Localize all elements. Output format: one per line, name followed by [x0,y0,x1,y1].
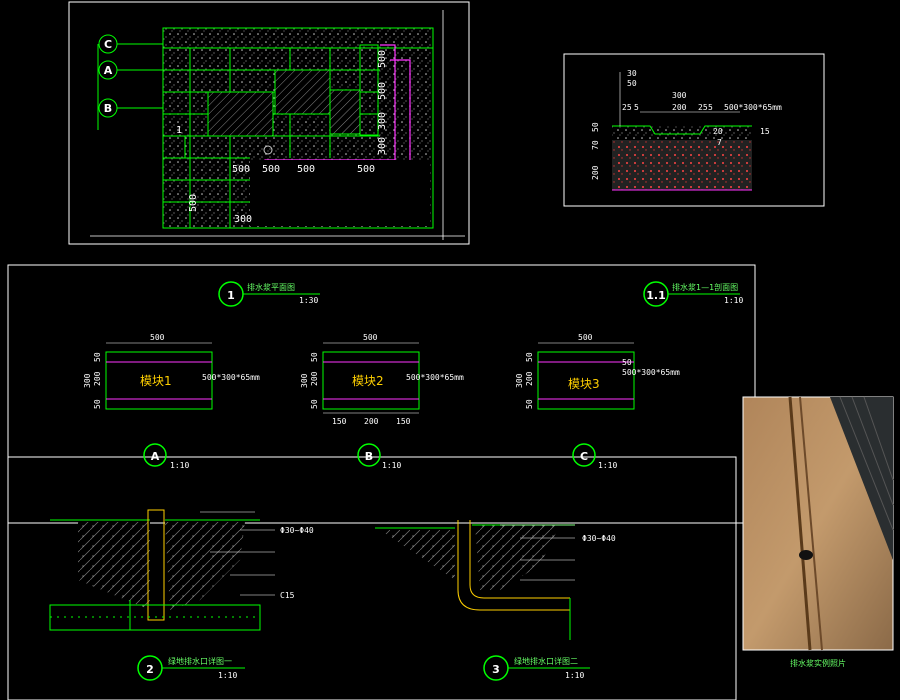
svg-text:A: A [104,64,113,77]
svg-text:200: 200 [591,165,600,180]
svg-text:3: 3 [492,663,500,676]
svg-text:50: 50 [93,399,102,409]
detail-marker-b: B 1:10 [357,443,401,470]
title-1: 1 排水浆平面图 1:30 [218,281,320,307]
section-1-1: 30 50 300 25 5 200 25 5 500*300*65mm 15 … [563,53,825,207]
svg-text:300: 300 [300,373,309,388]
svg-text:Φ30~Φ40: Φ30~Φ40 [280,526,314,535]
svg-text:5: 5 [708,103,713,112]
svg-text:500: 500 [377,50,388,68]
svg-text:300: 300 [83,373,92,388]
plan-dimensions: 500 500 300 300 500 500 500 500 500 300 … [176,50,388,225]
plan-frame [68,1,470,245]
svg-text:300: 300 [672,91,687,100]
svg-text:C15: C15 [280,591,295,600]
svg-text:300: 300 [377,112,388,130]
svg-text:500*300*65mm: 500*300*65mm [406,373,464,382]
detail-marker-c: C 1:10 [572,443,617,470]
svg-text:500*300*65mm: 500*300*65mm [622,368,680,377]
svg-text:排水浆1—1剖面图: 排水浆1—1剖面图 [672,282,738,292]
svg-text:1: 1 [176,125,182,136]
detail-2: Φ30~Φ40 C15 2 绿地排水口详图一 1:10 [49,509,314,681]
details-frame [7,456,737,700]
detail-marker-a: A 1:10 [143,443,189,470]
svg-text:排水浆实例照片: 排水浆实例照片 [790,658,846,668]
svg-text:200: 200 [364,417,379,426]
svg-text:1:10: 1:10 [218,671,237,680]
svg-text:500: 500 [578,333,593,342]
svg-text:绿地排水口详图一: 绿地排水口详图一 [168,656,232,666]
svg-text:50: 50 [622,358,632,367]
svg-text:25: 25 [698,103,708,112]
svg-text:1:10: 1:10 [724,296,743,305]
module-3: 500 模块3 50 500*300*65mm 50 200 50 300 [515,333,680,410]
svg-text:Φ30~Φ40: Φ30~Φ40 [582,534,616,543]
svg-text:1:10: 1:10 [170,461,189,470]
svg-text:排水浆平面图: 排水浆平面图 [247,282,295,292]
svg-text:200: 200 [525,371,534,386]
svg-text:70: 70 [591,140,600,150]
svg-text:50: 50 [93,352,102,362]
svg-text:1:10: 1:10 [565,671,584,680]
svg-text:50: 50 [627,79,637,88]
svg-text:模块1: 模块1 [140,374,172,388]
svg-text:200: 200 [310,371,319,386]
svg-text:C: C [104,38,112,51]
svg-text:7: 7 [717,138,722,147]
svg-text:B: B [104,102,112,115]
svg-text:500: 500 [297,164,315,175]
drainage-photo: 排水浆实例照片 [742,396,894,668]
plan-section-markers: C A B [97,34,163,130]
svg-text:500*300*65mm: 500*300*65mm [202,373,260,382]
svg-text:25: 25 [622,103,632,112]
svg-text:500: 500 [377,82,388,100]
svg-text:1.1: 1.1 [646,289,666,302]
svg-text:200: 200 [672,103,687,112]
svg-text:50: 50 [591,122,600,132]
svg-text:50: 50 [525,352,534,362]
svg-text:C: C [580,450,588,463]
svg-text:150: 150 [396,417,411,426]
svg-text:30: 30 [627,69,637,78]
svg-text:150: 150 [332,417,347,426]
svg-text:15: 15 [760,127,770,136]
svg-text:500: 500 [363,333,378,342]
svg-text:50: 50 [525,399,534,409]
svg-text:500: 500 [232,164,250,175]
svg-text:50: 50 [310,399,319,409]
module-1: 500 模块1 500*300*65mm 50 200 50 300 [83,333,260,410]
svg-text:20: 20 [713,127,723,136]
svg-text:1:10: 1:10 [598,461,617,470]
module-2: 500 模块2 500*300*65mm 50 200 50 300 150 2… [300,333,464,426]
svg-text:模块3: 模块3 [568,377,600,391]
svg-text:A: A [151,450,160,463]
modules-frame [7,264,756,524]
svg-text:B: B [365,450,373,463]
svg-text:500: 500 [262,164,280,175]
svg-text:200: 200 [93,371,102,386]
svg-text:绿地排水口详图二: 绿地排水口详图二 [514,656,578,666]
svg-text:500: 500 [150,333,165,342]
detail-3: Φ30~Φ40 3 绿地排水口详图二 1:10 [375,520,616,681]
svg-text:1:10: 1:10 [382,461,401,470]
svg-text:50: 50 [310,352,319,362]
svg-text:500: 500 [357,164,375,175]
svg-text:300: 300 [377,137,388,155]
title-1-1: 1.1 排水浆1—1剖面图 1:10 [643,281,743,307]
svg-text:500*300*65mm: 500*300*65mm [724,103,782,112]
svg-text:5: 5 [634,103,639,112]
svg-text:1:30: 1:30 [299,296,318,305]
svg-text:500: 500 [188,194,199,212]
svg-text:1: 1 [227,289,235,302]
svg-text:2: 2 [146,663,154,676]
svg-text:300: 300 [515,373,524,388]
plan-view: C A B 500 500 300 300 500 500 500 500 50… [68,1,470,245]
svg-text:300: 300 [234,214,252,225]
svg-text:模块2: 模块2 [352,374,384,388]
section-frame [563,53,825,207]
